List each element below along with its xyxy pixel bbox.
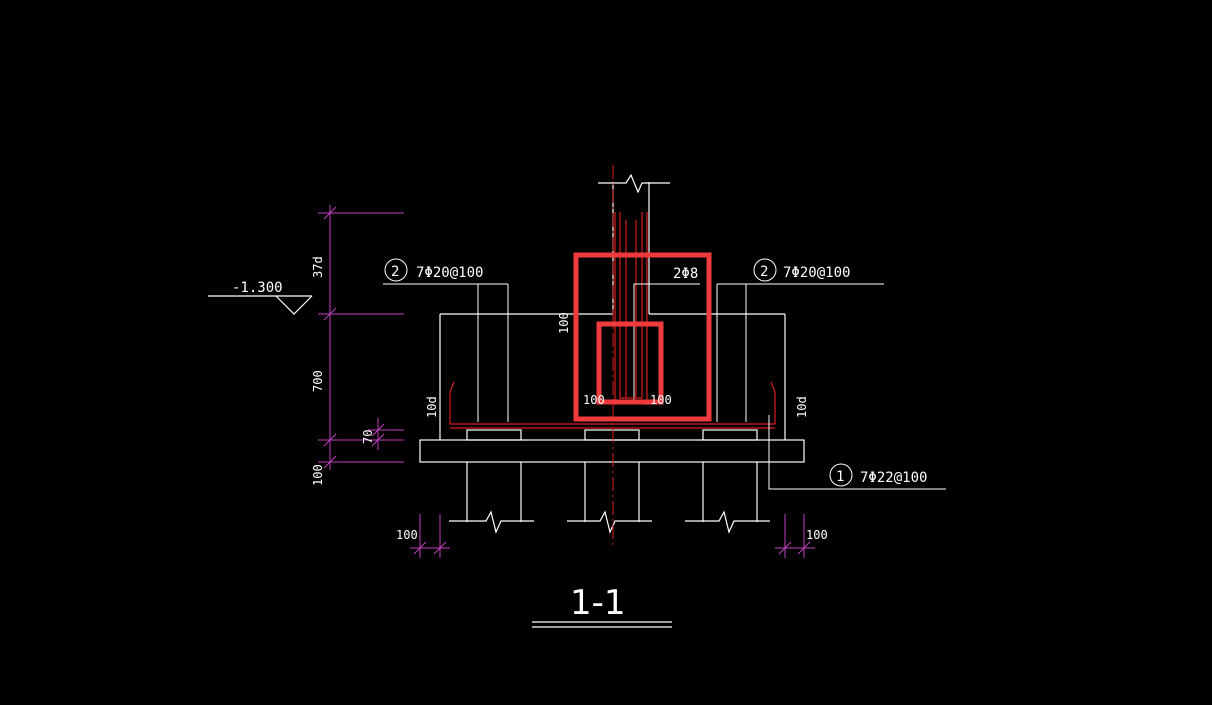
callout-left: 2 7Φ20@100	[384, 258, 483, 282]
dim-anchor-length: 37d	[311, 256, 325, 278]
dim-left-hook: 10d	[425, 396, 439, 418]
dim-left-offset: 100	[396, 528, 418, 542]
dim-bed-thickness: 100	[311, 464, 325, 486]
piles	[449, 429, 770, 534]
callout-left-no: 2	[391, 264, 399, 280]
leader-lines	[383, 283, 946, 490]
callout-right-spec: 7Φ20@100	[783, 265, 850, 281]
title-underline	[532, 621, 672, 628]
dim-right-offset: 100	[806, 528, 828, 542]
callout-left-spec: 7Φ20@100	[416, 265, 483, 281]
callout-bottom-no: 1	[836, 469, 844, 485]
rebar-red	[449, 212, 776, 429]
stirrup-label: 2Φ8	[673, 266, 698, 282]
callout-bottom-spec: 7Φ22@100	[860, 470, 927, 486]
dim-footing-height: 700	[311, 370, 325, 392]
dim-cover: 70	[361, 430, 375, 444]
highlight-box-outer	[573, 252, 712, 422]
highlight-box-inner	[596, 321, 664, 405]
dim-inner-100-top: 100	[557, 312, 571, 334]
footing-bars	[477, 284, 747, 422]
callout-right-no: 2	[760, 264, 768, 280]
callout-right: 2 7Φ20@100	[753, 258, 850, 282]
elevation-marker	[208, 295, 313, 315]
dim-right-hook: 10d	[795, 396, 809, 418]
dim-inner-100-right: 100	[650, 393, 672, 407]
elevation-label: -1.300	[232, 280, 283, 296]
dim-inner-100-left: 100	[583, 393, 605, 407]
dimension-lines	[318, 205, 815, 558]
callout-bottom: 1 7Φ22@100	[829, 463, 927, 487]
section-title: 1-1	[570, 583, 626, 623]
